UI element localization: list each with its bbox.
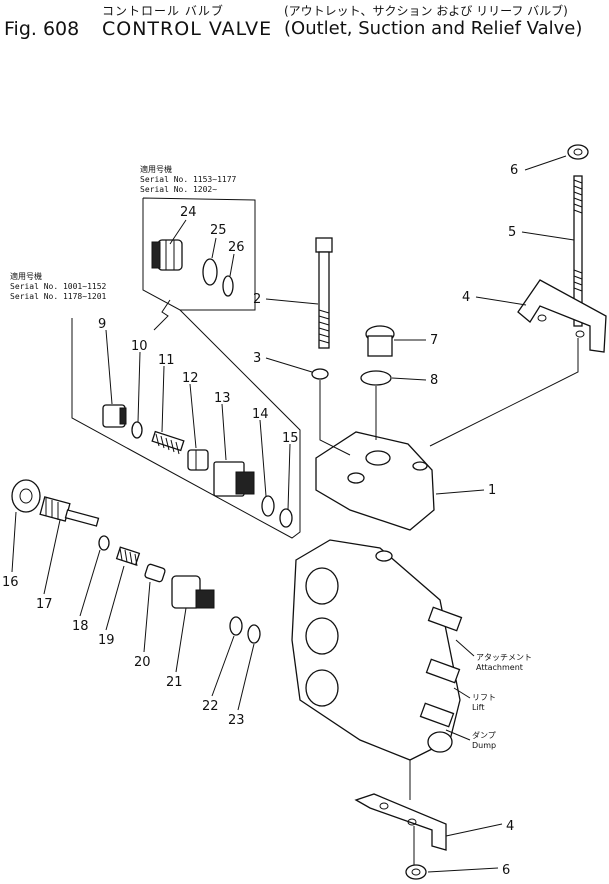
label-20: 20 bbox=[134, 655, 151, 670]
part-6-nut-top bbox=[567, 144, 589, 160]
label-25: 25 bbox=[210, 223, 227, 238]
title-english: CONTROL VALVE bbox=[102, 18, 273, 40]
label-4-top: 4 bbox=[462, 290, 470, 305]
subtitle-japanese: (アウトレット、サクション および リリーフ バルブ) bbox=[284, 4, 568, 18]
label-12: 12 bbox=[182, 371, 199, 386]
leader-stud-to-cover bbox=[429, 338, 579, 447]
label-2: 2 bbox=[253, 292, 261, 307]
control-valve-body bbox=[291, 539, 463, 761]
callout-lift-jp: リフト bbox=[472, 693, 496, 702]
spool-callouts: アタッチメント Attachment リフト Lift ダンプ Dump bbox=[472, 653, 532, 750]
label-19: 19 bbox=[98, 633, 115, 648]
upper-serial-note: 適用号機 Serial No. 1153~1177 Serial No. 120… bbox=[140, 164, 237, 194]
callout-attachment-en: Attachment bbox=[476, 663, 523, 672]
part-number-labels: 6 5 4 2 3 7 8 1 24 25 26 9 10 11 12 13 1… bbox=[2, 163, 518, 878]
label-22: 22 bbox=[202, 699, 219, 714]
part-10-ring bbox=[131, 421, 143, 439]
part-12-poppet bbox=[187, 449, 209, 471]
label-26: 26 bbox=[228, 240, 245, 255]
part-7-plug bbox=[365, 325, 395, 357]
part-9-plug bbox=[102, 404, 127, 428]
callout-attachment-jp: アタッチメント bbox=[476, 653, 532, 662]
upper-serial-line1: Serial No. 1153~1177 bbox=[140, 175, 237, 184]
part-8-ring bbox=[360, 370, 392, 386]
inset-link-arrow bbox=[153, 299, 171, 331]
lower-inset-frame bbox=[71, 309, 301, 539]
label-3: 3 bbox=[253, 351, 261, 366]
callout-dump-jp: ダンプ bbox=[472, 730, 496, 740]
callout-lift-en: Lift bbox=[472, 703, 485, 712]
upper-inset-frame bbox=[142, 197, 256, 311]
part-15-ring bbox=[279, 508, 293, 528]
label-11: 11 bbox=[158, 353, 175, 368]
lower-serial-heading: 適用号機 bbox=[10, 271, 42, 281]
label-24: 24 bbox=[180, 205, 197, 220]
label-23: 23 bbox=[228, 713, 245, 728]
label-1: 1 bbox=[488, 483, 496, 498]
figure-number: Fig. 608 bbox=[4, 18, 80, 40]
label-6-top: 6 bbox=[510, 163, 518, 178]
part-25-ring bbox=[202, 258, 218, 286]
leader-3-to-1 bbox=[319, 380, 351, 456]
part-11-spring bbox=[151, 430, 185, 455]
leader-lines bbox=[11, 155, 575, 873]
label-15: 15 bbox=[282, 431, 299, 446]
part-16-nut bbox=[11, 479, 41, 513]
lower-serial-note: 適用号機 Serial No. 1001~1152 Serial No. 117… bbox=[10, 271, 107, 301]
part-6-nut-bottom bbox=[405, 864, 427, 880]
part-1-cover bbox=[315, 431, 435, 531]
part-3-washer bbox=[311, 368, 329, 380]
label-4-bottom: 4 bbox=[506, 819, 514, 834]
label-21: 21 bbox=[166, 675, 183, 690]
part-5-stud bbox=[573, 175, 583, 327]
part-26-ring bbox=[222, 275, 234, 297]
label-16: 16 bbox=[2, 575, 19, 590]
label-6-bottom: 6 bbox=[502, 863, 510, 878]
part-21-relief-valve bbox=[171, 575, 215, 609]
part-4-bracket-bottom bbox=[354, 793, 447, 851]
part-4-bracket-top bbox=[517, 279, 607, 353]
title-japanese: コントロール バルブ bbox=[102, 4, 224, 18]
upper-serial-line2: Serial No. 1202~ bbox=[140, 185, 217, 194]
part-2-bolt bbox=[315, 237, 333, 349]
lower-serial-line1: Serial No. 1001~1152 bbox=[10, 282, 107, 291]
label-8: 8 bbox=[430, 373, 438, 388]
label-10: 10 bbox=[131, 339, 148, 354]
label-18: 18 bbox=[72, 619, 89, 634]
part-20-piston bbox=[144, 563, 166, 583]
label-14: 14 bbox=[252, 407, 269, 422]
label-13: 13 bbox=[214, 391, 231, 406]
lower-serial-line2: Serial No. 1178~1201 bbox=[10, 292, 107, 301]
part-19-spring bbox=[115, 546, 141, 567]
part-22-ring bbox=[229, 616, 243, 636]
part-23-ring bbox=[247, 624, 261, 644]
part-17-adjust-screw bbox=[39, 496, 100, 527]
part-14-ring bbox=[261, 495, 275, 517]
part-18-ring bbox=[98, 535, 110, 551]
label-9: 9 bbox=[98, 317, 106, 332]
callout-dump-en: Dump bbox=[472, 741, 496, 750]
label-5: 5 bbox=[508, 225, 516, 240]
label-7: 7 bbox=[430, 333, 438, 348]
upper-serial-heading: 適用号機 bbox=[140, 164, 172, 174]
part-13-valve bbox=[213, 461, 255, 497]
part-24-plug bbox=[151, 239, 183, 271]
subtitle-english: (Outlet, Suction and Relief Valve) bbox=[284, 18, 583, 39]
label-17: 17 bbox=[36, 597, 53, 612]
